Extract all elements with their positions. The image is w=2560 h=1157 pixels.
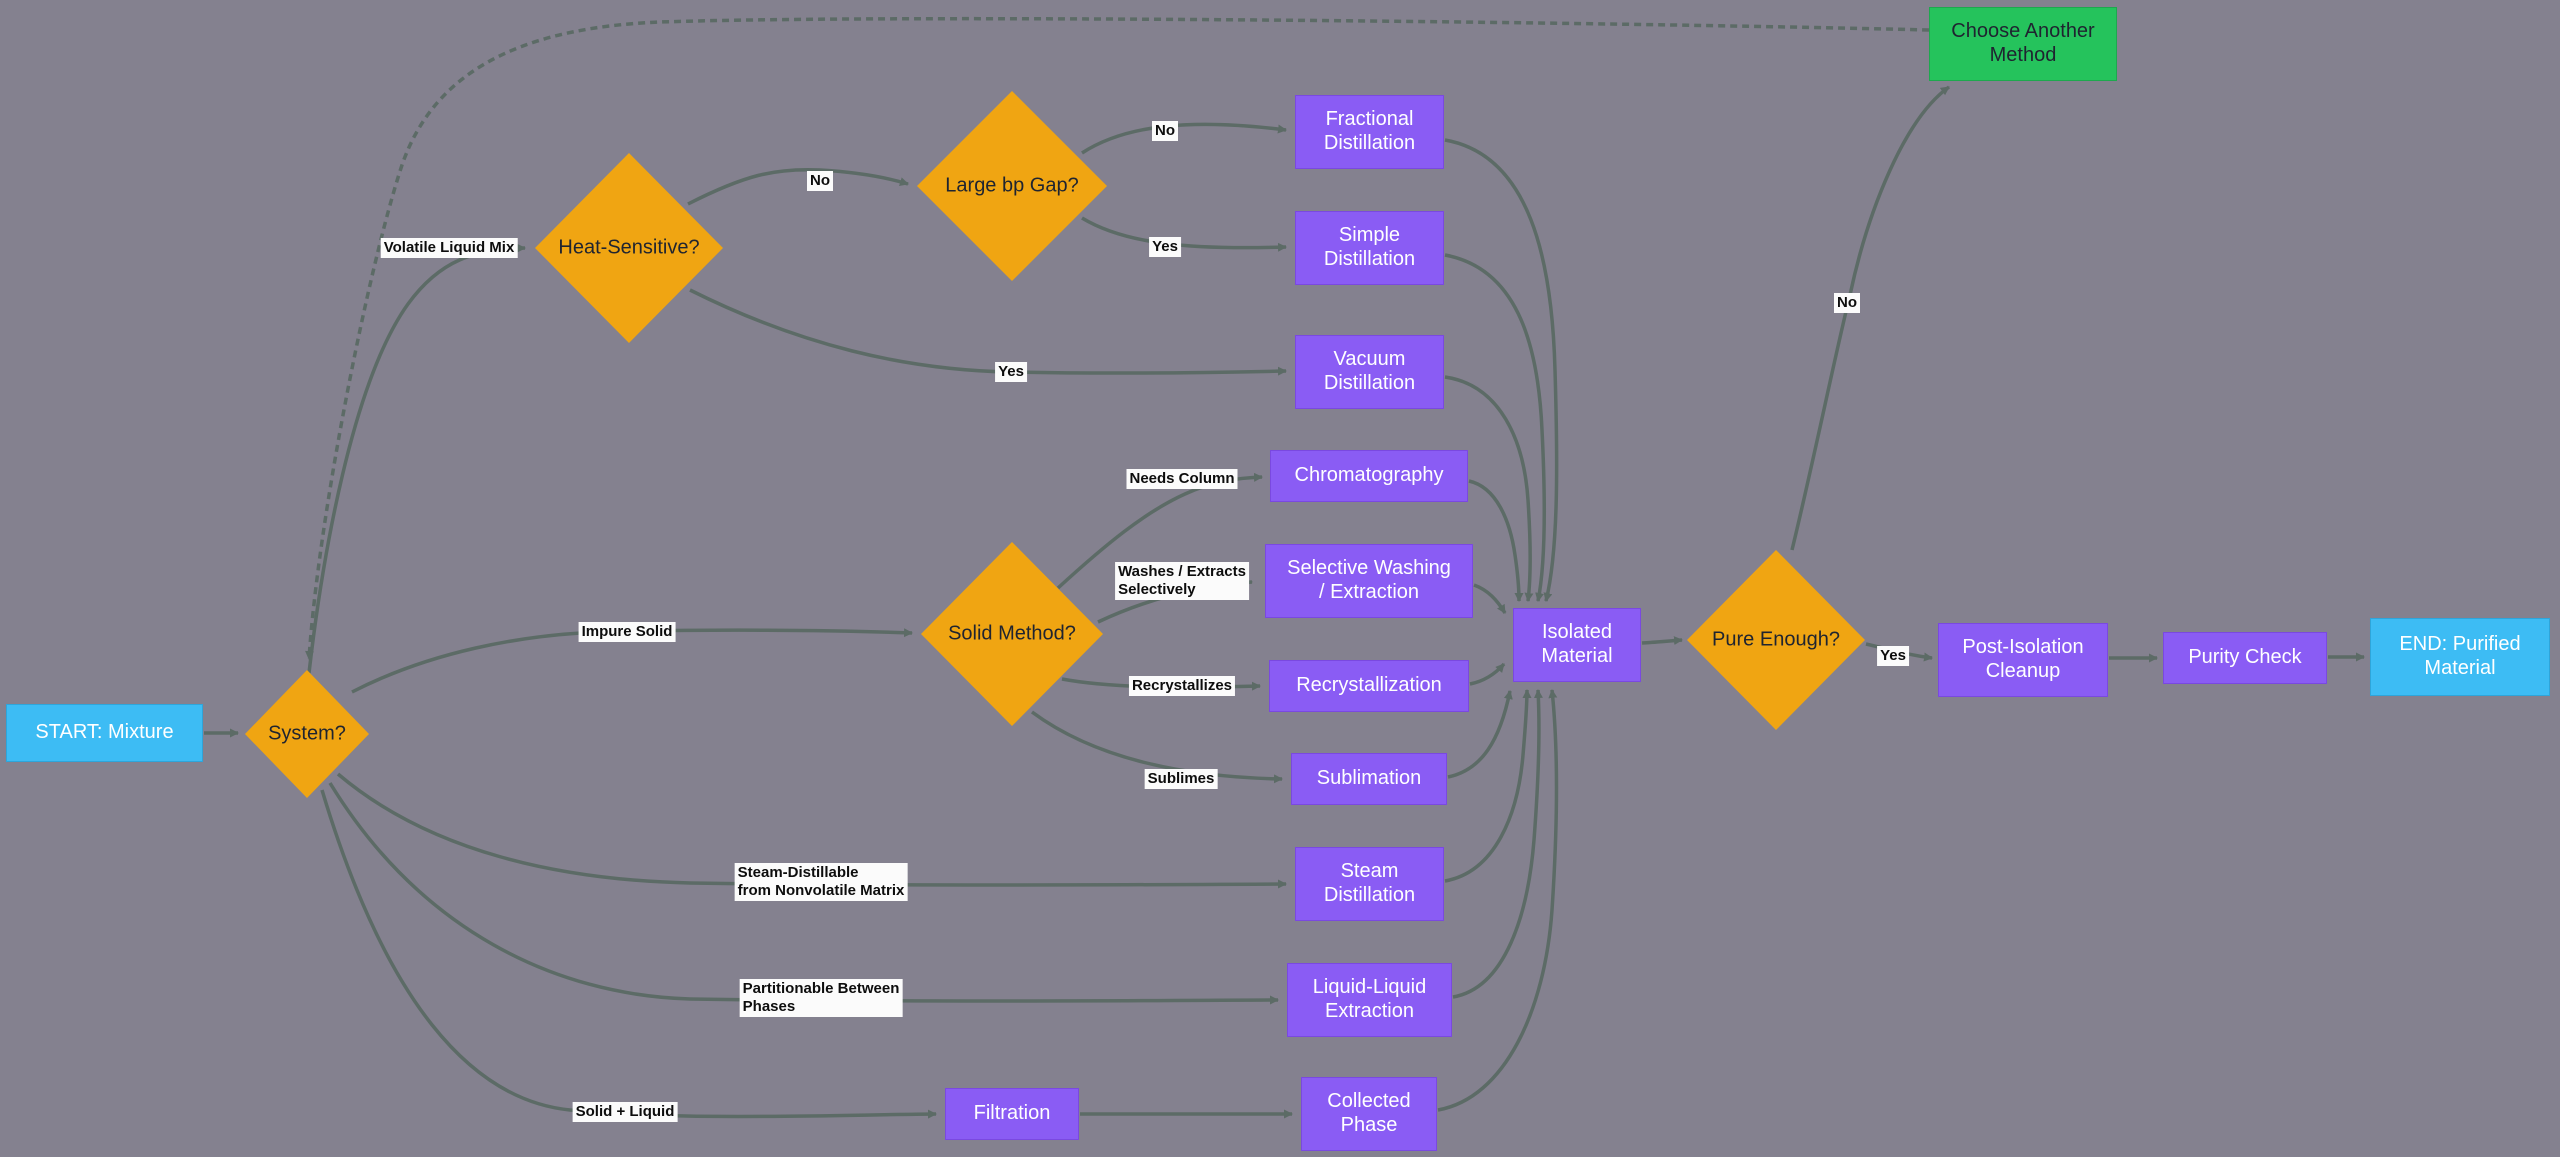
node-steam-distillation: Steam Distillation xyxy=(1295,847,1444,921)
edge-lle-isolated xyxy=(1452,689,1543,999)
edge-heat-vacuum xyxy=(689,288,1287,376)
node-post-isolation-cleanup: Post-Isolation Cleanup xyxy=(1938,623,2108,697)
label-large-bp-gap-decision: Large bp Gap? xyxy=(945,174,1079,197)
edge-isolated-pure xyxy=(1641,636,1683,646)
node-vacuum-distillation: Vacuum Distillation xyxy=(1295,335,1444,409)
edge-system-filtration xyxy=(320,789,937,1119)
diamond-large-bp-gap xyxy=(917,91,1107,281)
edge-label-impure-solid: Impure Solid xyxy=(578,622,676,642)
edge-vacuum-isolated xyxy=(1444,375,1534,602)
edge-label-solid-plus-liquid: Solid + Liquid xyxy=(572,1102,678,1122)
node-selective-washing: Selective Washing / Extraction xyxy=(1265,544,1473,618)
edge-chromatography-isolated xyxy=(1468,479,1524,602)
node-chromatography: Chromatography xyxy=(1270,450,1468,502)
node-sublimation: Sublimation xyxy=(1291,753,1447,805)
node-fractional-distillation: Fractional Distillation xyxy=(1295,95,1444,169)
edge-label-needs-column: Needs Column xyxy=(1126,469,1238,489)
edge-label-bp-no: No xyxy=(1152,121,1178,141)
node-end: END: Purified Material xyxy=(2370,618,2550,696)
node-filtration: Filtration xyxy=(945,1088,1079,1140)
label-pure-enough-decision: Pure Enough? xyxy=(1712,628,1840,651)
edge-label-pure-yes: Yes xyxy=(1877,646,1909,666)
edge-system-steam xyxy=(336,772,1287,889)
edge-label-steam-distillable: Steam-Distillable from Nonvolatile Matri… xyxy=(734,863,908,901)
node-choose-another-method: Choose Another Method xyxy=(1929,7,2117,81)
edge-label-sublimes: Sublimes xyxy=(1144,769,1218,789)
diamond-pure-enough xyxy=(1687,550,1865,730)
edge-system-lle xyxy=(328,782,1279,1005)
edge-label-pure-no: No xyxy=(1834,293,1860,313)
diamond-solid-method xyxy=(921,542,1103,726)
edge-label-partitionable: Partitionable Between Phases xyxy=(739,979,903,1017)
node-isolated-material: Isolated Material xyxy=(1513,608,1641,682)
edge-system-heat xyxy=(307,243,526,674)
edge-selective-isolated xyxy=(1473,583,1507,614)
edge-recrystallization-isolated xyxy=(1469,662,1506,686)
edge-label-recrystallizes: Recrystallizes xyxy=(1128,676,1236,696)
edge-label-bp-yes: Yes xyxy=(1149,237,1181,257)
edge-label-heat-yes: Yes xyxy=(995,362,1027,382)
node-recrystallization: Recrystallization xyxy=(1269,660,1469,712)
edge-sublimation-isolated xyxy=(1447,690,1513,779)
edge-label-washes-extracts: Washes / Extracts Selectively xyxy=(1115,562,1249,600)
edge-heat-bpgap xyxy=(687,167,909,206)
label-heat-sensitive-decision: Heat-Sensitive? xyxy=(558,236,700,259)
node-collected-phase: Collected Phase xyxy=(1301,1077,1437,1151)
node-liquid-liquid-extraction: Liquid-Liquid Extraction xyxy=(1287,963,1452,1037)
edge-chooseanother-system-dashed xyxy=(305,16,1930,660)
label-system-decision: System? xyxy=(268,722,346,745)
edge-simple-isolated xyxy=(1444,253,1547,602)
edge-label-volatile-liquid-mix: Volatile Liquid Mix xyxy=(380,238,518,258)
node-start: START: Mixture xyxy=(6,704,203,762)
edge-fractional-isolated xyxy=(1444,138,1559,602)
diamond-heat-sensitive xyxy=(535,153,723,343)
node-purity-check: Purity Check xyxy=(2163,632,2327,684)
edge-solidmethod-sublimation xyxy=(1030,710,1283,784)
edge-collected-isolated xyxy=(1437,689,1559,1112)
diamond-system xyxy=(245,670,369,798)
edge-bpgap-fractional xyxy=(1081,122,1287,155)
edge-pure-chooseanother xyxy=(1790,85,1951,551)
edge-steam-isolated xyxy=(1444,689,1532,883)
node-simple-distillation: Simple Distillation xyxy=(1295,211,1444,285)
edge-bpgap-simple xyxy=(1081,216,1287,252)
edge-label-heat-no: No xyxy=(807,171,833,191)
label-solid-method-decision: Solid Method? xyxy=(948,622,1076,645)
